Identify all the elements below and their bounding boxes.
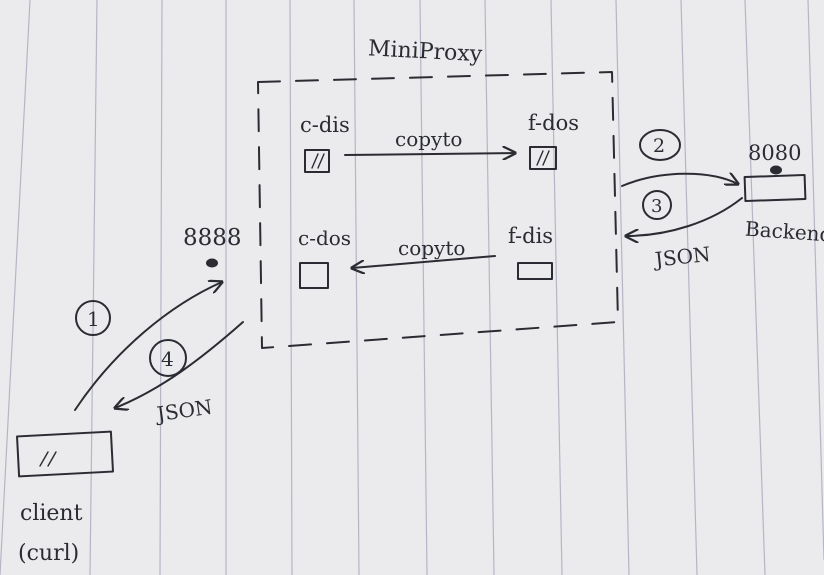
f-dos-socket-box — [529, 146, 557, 170]
f-dis-socket-box — [517, 262, 553, 280]
backend-port-dot — [770, 165, 782, 175]
copyto-arrow-top — [344, 153, 515, 155]
backend-port-label: 8080 — [748, 141, 801, 165]
client-label: client — [20, 501, 83, 526]
copyto-label-top: copyto — [395, 127, 462, 151]
step-1-circle — [75, 300, 111, 336]
copyto-label-bottom: copyto — [398, 236, 465, 260]
backend-server-box — [743, 173, 807, 203]
step-1-label: 1 — [87, 307, 100, 331]
block-label-c-dos: c-dos — [298, 226, 351, 250]
step-4-label: 4 — [161, 347, 174, 371]
miniproxy-boundary — [257, 71, 619, 349]
proxy-port-label: 8888 — [183, 225, 242, 251]
request-arrow-from-client — [74, 282, 222, 411]
json-label-backend: JSON — [652, 242, 712, 272]
response-arrow-from-backend — [626, 197, 743, 236]
miniproxy-title: MiniProxy — [367, 36, 483, 67]
step-3-circle — [642, 190, 672, 220]
backend-label: Backend — [744, 217, 824, 247]
proxy-port-dot — [206, 258, 218, 268]
json-label-client: JSON — [153, 395, 213, 427]
block-label-c-dis: c-dis — [300, 113, 350, 137]
block-label-f-dos: f-dos — [528, 111, 579, 135]
client-box — [16, 430, 114, 478]
c-dis-socket-box — [304, 149, 330, 173]
c-dos-socket-box — [299, 262, 329, 289]
step-3-label: 3 — [651, 196, 662, 217]
step-4-circle — [149, 339, 187, 377]
copyto-arrow-bottom — [352, 255, 496, 268]
request-arrow-to-backend — [621, 174, 738, 187]
step-2-label: 2 — [653, 135, 665, 157]
response-arrow-to-client — [115, 321, 244, 408]
block-label-f-dis: f-dis — [508, 224, 553, 248]
client-sublabel: (curl) — [18, 541, 79, 566]
step-2-circle — [639, 129, 681, 161]
